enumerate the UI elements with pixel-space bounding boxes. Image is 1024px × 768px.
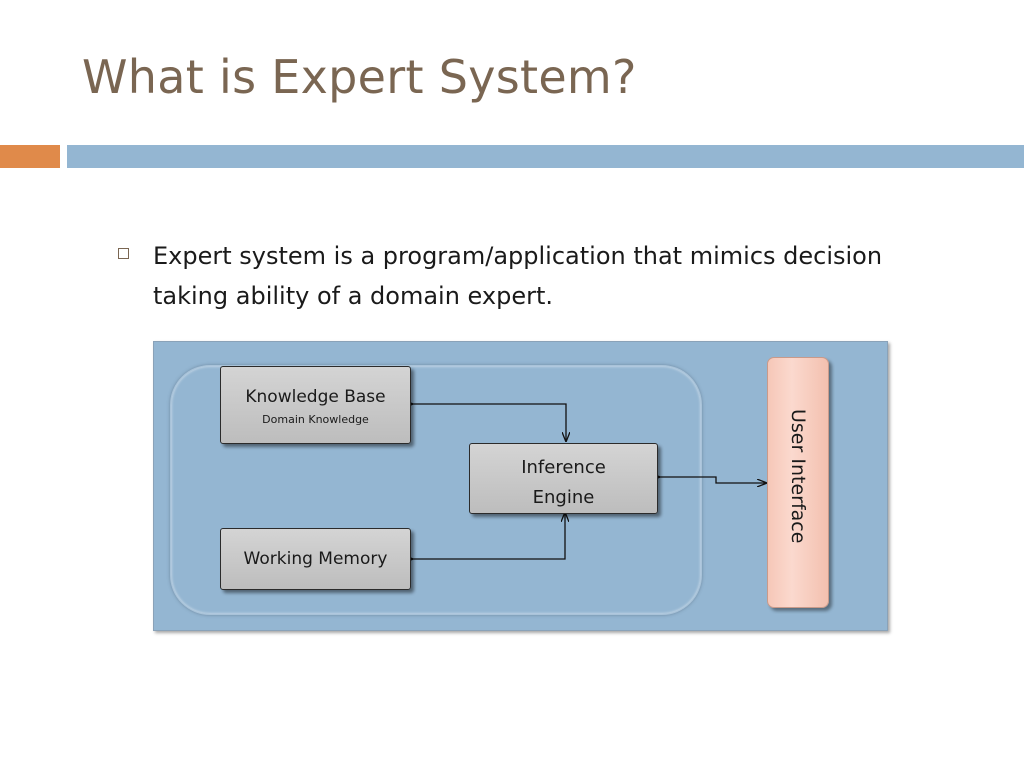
bullet-text: Expert system is a program/application t…: [153, 242, 883, 310]
accent-bar-orange: [0, 145, 60, 168]
inference-engine-box: Inference Engine: [469, 443, 658, 514]
working-memory-box: Working Memory: [220, 528, 411, 590]
user-interface-label: User Interface: [787, 409, 809, 544]
inference-engine-label-line2: Engine: [532, 487, 595, 508]
inference-engine-label-line1: Inference: [521, 457, 606, 478]
slide-title: What is Expert System?: [82, 50, 637, 104]
knowledge-base-box: Knowledge Base Domain Knowledge: [220, 366, 411, 444]
working-memory-label: Working Memory: [243, 549, 388, 569]
user-interface-box: User Interface: [767, 357, 829, 608]
hollow-square-bullet-icon: [118, 248, 129, 259]
inference-engine-label: Inference Engine: [470, 453, 657, 513]
accent-bar-blue: [67, 145, 1024, 168]
knowledge-base-label: Knowledge Base: [245, 387, 386, 407]
domain-knowledge-label: Domain Knowledge: [262, 413, 369, 426]
